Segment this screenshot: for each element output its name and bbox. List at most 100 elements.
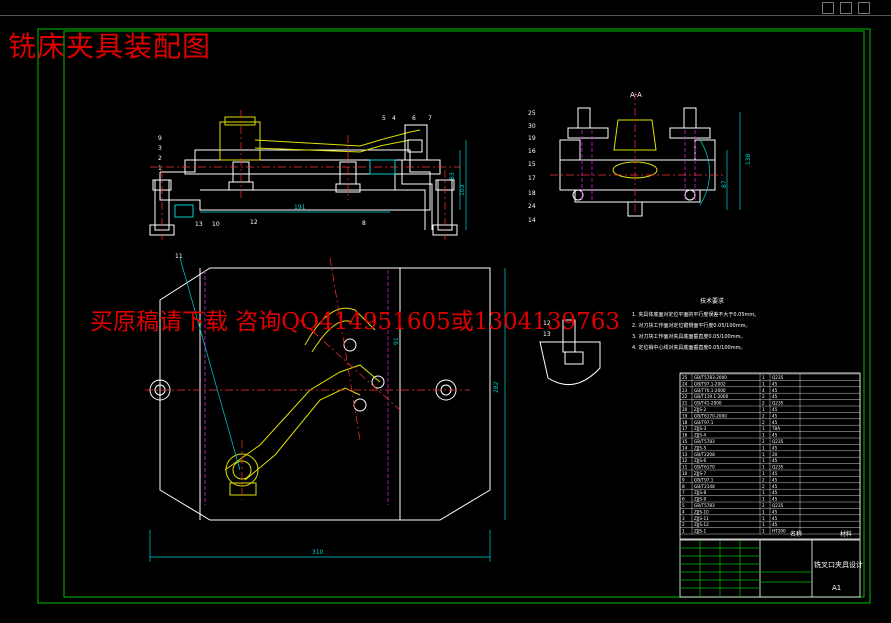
parts-cell: 16: [682, 433, 688, 438]
parts-cell: GB/T41-2000: [694, 401, 722, 406]
parts-cell: GB/T5783: [694, 503, 715, 508]
close-icon[interactable]: [858, 2, 870, 14]
dim-plan-center: 91: [393, 337, 400, 345]
drawing-title: 铣床夹具装配图: [8, 30, 212, 63]
front-dimensions: [200, 140, 467, 230]
callout-side-17: 17: [528, 175, 536, 182]
parts-cell: 1: [762, 509, 765, 514]
parts-cell: 17: [682, 426, 688, 431]
callout-front-7: 7: [428, 115, 432, 122]
callout-side-30: 30: [528, 123, 536, 130]
parts-cell: 21: [682, 401, 688, 406]
callout-detail-13: 13: [543, 331, 551, 338]
parts-cell: 45: [772, 490, 778, 495]
parts-cell: GB/T5783-2000: [694, 375, 727, 380]
parts-cell: 1: [762, 465, 765, 470]
side-view: [559, 107, 716, 217]
note-line-3: 3. 对刀块工作面对夹具底面垂直度0.05/100mm。: [632, 333, 745, 340]
plan-centerlines: [145, 257, 470, 500]
assembly-drawing: 25GB/T5783-20001Q23524GB/T97.1-200214523…: [37, 28, 871, 604]
parts-cell: 1: [762, 471, 765, 476]
callout-side-14: 14: [528, 217, 536, 224]
parts-cell: ZJJS-6: [694, 458, 707, 463]
parts-cell: 14: [682, 445, 688, 450]
parts-cell: 10: [682, 471, 688, 476]
parts-cell: Q235: [772, 503, 784, 508]
parts-cell: ZJJS-8: [694, 490, 707, 495]
parts-cell: 45: [772, 445, 778, 450]
parts-cell: 18: [682, 420, 688, 425]
parts-cell: ZJJS-3: [694, 426, 707, 431]
detail-view: [539, 319, 601, 386]
parts-cell: 45: [772, 407, 778, 412]
parts-cell: 45: [772, 413, 778, 418]
parts-cell: 5: [682, 503, 685, 508]
parts-cell: 1: [762, 490, 765, 495]
parts-cell: ZJJS-11: [694, 516, 709, 521]
callout-side-25: 25: [528, 110, 536, 117]
parts-cell: 45: [772, 471, 778, 476]
parts-cell: 45: [772, 381, 778, 386]
note-line-1: 1. 夹具体底面对定位平面的平行度误差不大于0.05mm。: [632, 311, 759, 318]
parts-cell: 11: [682, 465, 688, 470]
parts-cell: 25: [682, 375, 688, 380]
note-heading: 技术要求: [700, 297, 724, 305]
callout-front-5: 5: [382, 115, 386, 122]
parts-cell: 1: [762, 522, 765, 527]
callout-front-3: 3: [158, 145, 162, 152]
parts-cell: T8A: [771, 426, 780, 431]
parts-cell: 4: [682, 509, 685, 514]
parts-cell: 23: [682, 388, 688, 393]
title-block-grid: [680, 540, 812, 597]
parts-cell: 1: [762, 375, 765, 380]
parts-cell: Q235: [772, 375, 784, 380]
callout-plan-11: 11: [175, 253, 183, 260]
parts-cell: HT200: [772, 529, 786, 534]
front-view: [149, 116, 458, 236]
callout-front-1: 1: [158, 165, 162, 172]
callout-front-13: 13: [195, 221, 203, 228]
inner-frame: [63, 30, 865, 598]
minimize-icon[interactable]: [822, 2, 834, 14]
title-block-col-name: 名称: [790, 530, 802, 538]
callout-side-19: 19: [528, 135, 536, 142]
callout-side-18: 18: [528, 190, 536, 197]
plan-leaders: [179, 257, 241, 471]
parts-cell: 2: [762, 484, 765, 489]
parts-cell: 1: [762, 381, 765, 386]
parts-cell: GB/T2148: [694, 484, 715, 489]
parts-cell: GB/T119.1-2000: [694, 394, 729, 399]
parts-cell: ZJJS-7: [694, 471, 707, 476]
parts-cell: GB/T97.1: [694, 477, 714, 482]
parts-cell: ZJJS-10: [694, 509, 709, 514]
parts-cell: 45: [772, 394, 778, 399]
plan-workpiece: [224, 307, 381, 496]
outer-frame: [37, 28, 871, 604]
maximize-icon[interactable]: [840, 2, 852, 14]
parts-cell: 1: [762, 445, 765, 450]
parts-cell: 19: [682, 413, 688, 418]
parts-cell: 2: [762, 413, 765, 418]
plan-dimensions: [149, 268, 506, 562]
dim-front-width: 191: [294, 204, 306, 211]
parts-cell: 1: [762, 407, 765, 412]
parts-cell: 1: [762, 426, 765, 431]
parts-cell: 2: [762, 420, 765, 425]
parts-cell: 12: [682, 458, 688, 463]
parts-cell: 24: [682, 381, 688, 386]
parts-cell: 45: [772, 484, 778, 489]
callout-front-2: 2: [158, 155, 162, 162]
parts-cell: 45: [772, 477, 778, 482]
parts-cell: GB/T5783: [694, 439, 715, 444]
title-block-col-material: 材料: [840, 530, 852, 538]
dim-side-height-a: 138: [745, 153, 752, 165]
dim-front-height-b: 103: [459, 184, 466, 196]
parts-cell: GB/T6170: [694, 465, 715, 470]
parts-cell: 45: [772, 420, 778, 425]
callout-side-24: 24: [528, 203, 536, 210]
parts-cell: 45: [772, 509, 778, 514]
callout-front-8: 8: [362, 220, 366, 227]
parts-cell: GB/T70.1-2000: [694, 388, 726, 393]
parts-cell: ZJJS-5: [694, 445, 707, 450]
parts-cell: 45: [772, 522, 778, 527]
